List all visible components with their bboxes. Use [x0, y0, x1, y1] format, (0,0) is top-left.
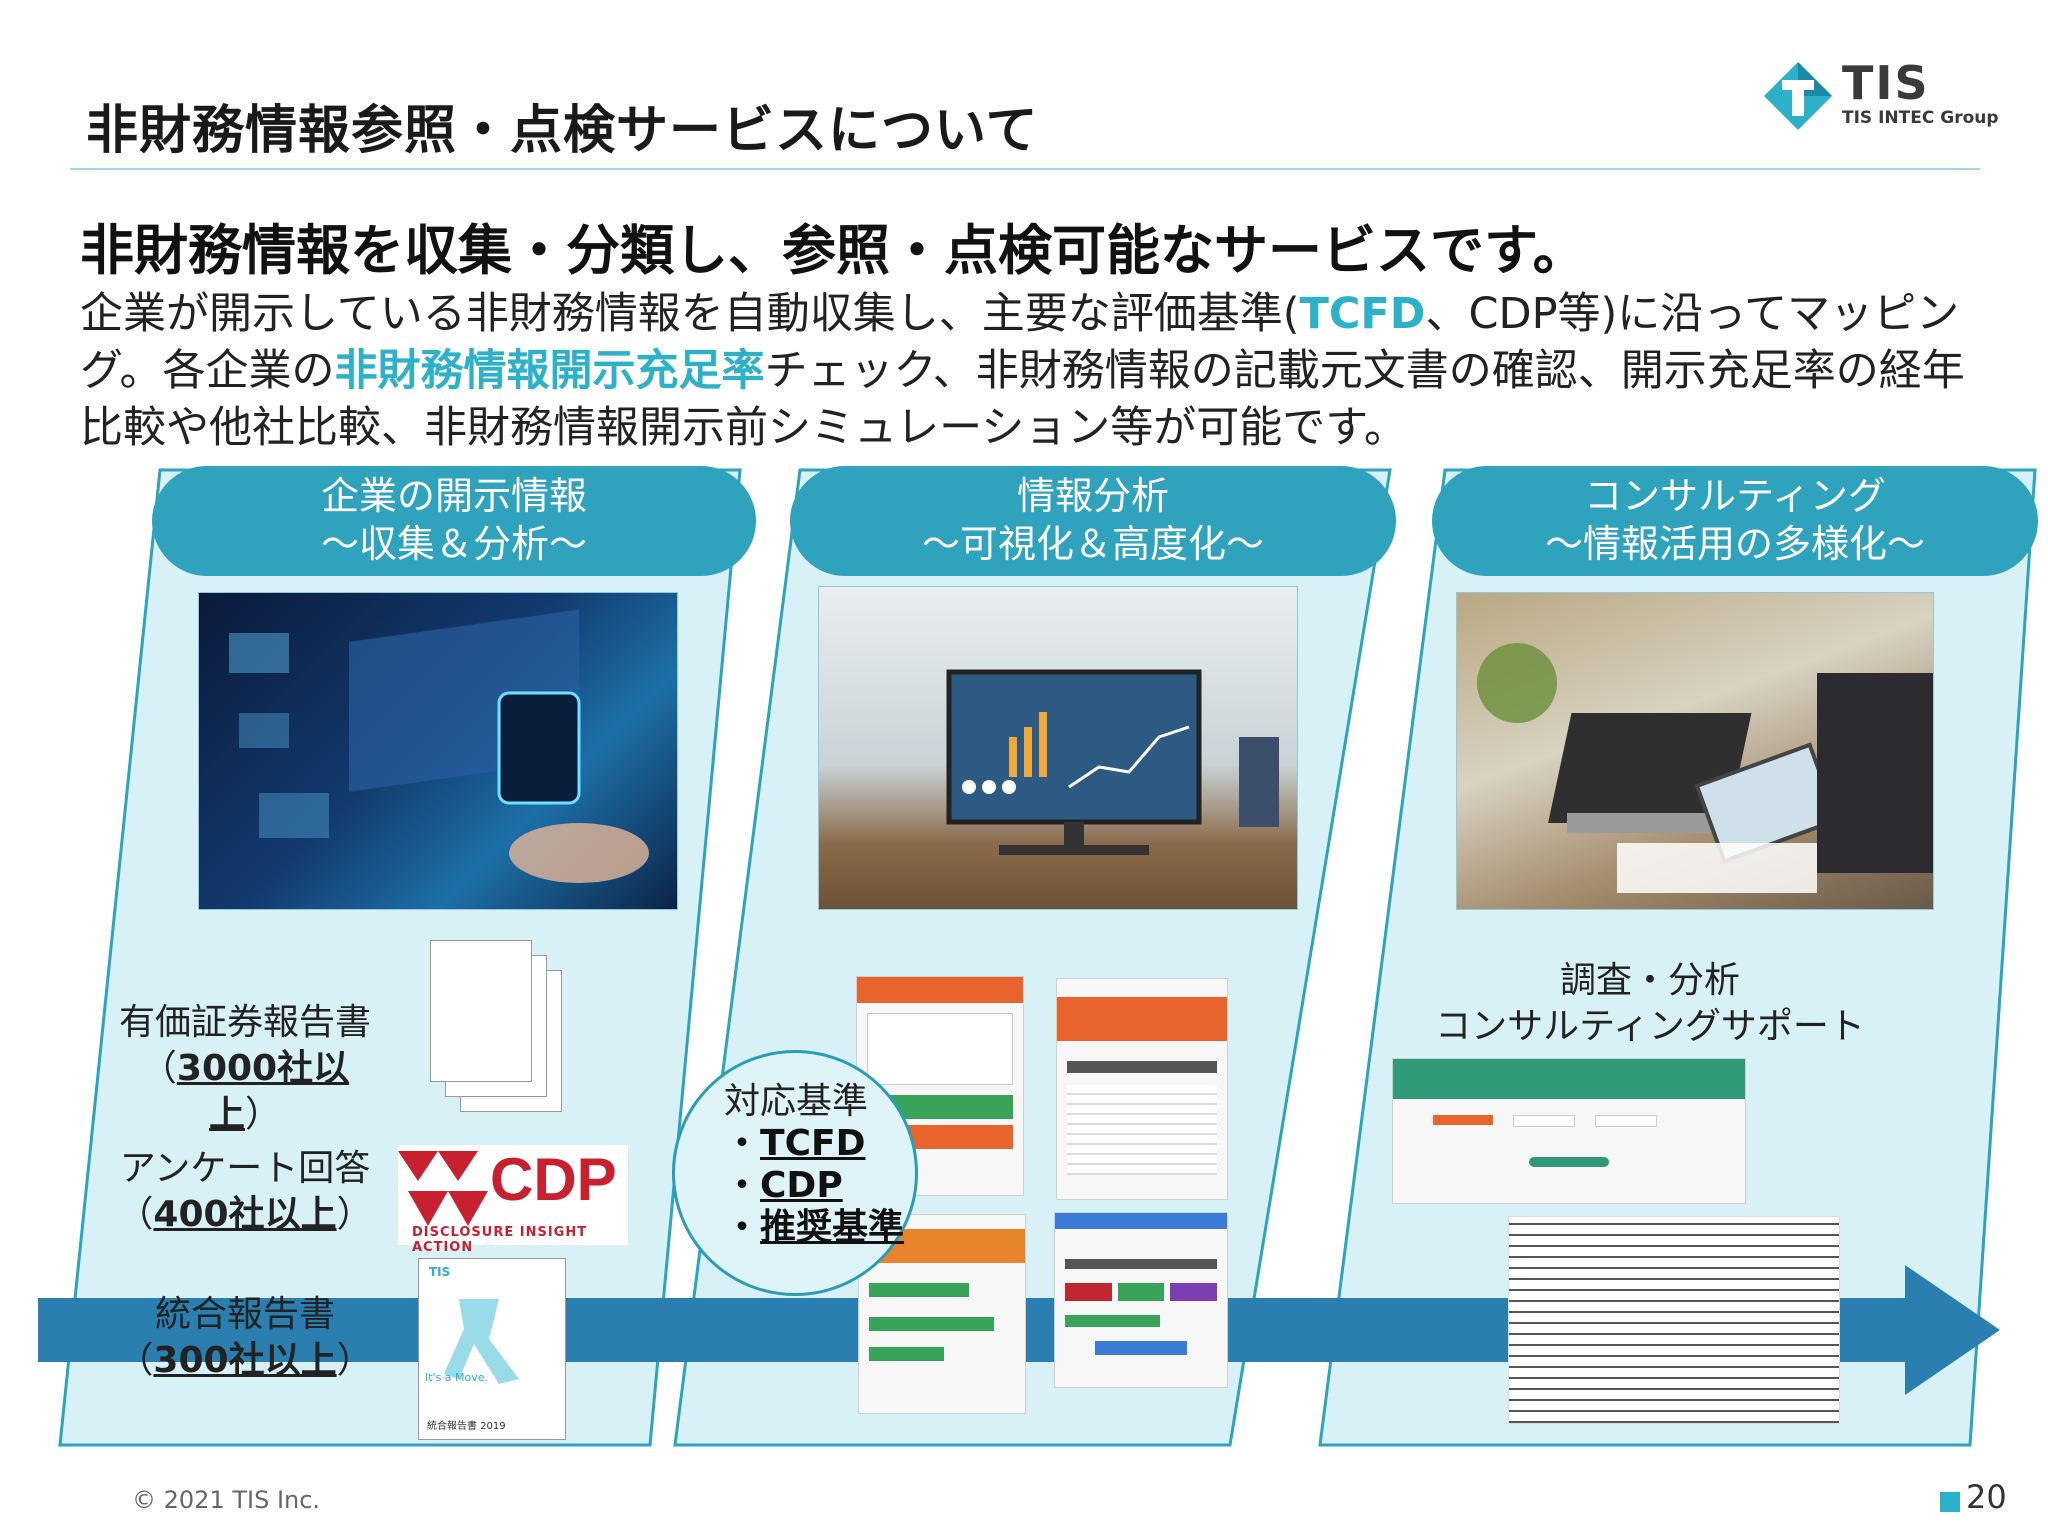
page-title: 非財務情報参照・点検サービスについて — [86, 101, 1039, 161]
cover-figure-graphic — [444, 1299, 519, 1384]
pill-collect — [152, 466, 756, 576]
laptop-illustration — [229, 609, 649, 883]
source-count-line: （400社以上） — [117, 1194, 373, 1235]
tis-logo-icon — [1764, 62, 1832, 130]
column-title-line1: 情報分析 — [1016, 474, 1169, 518]
source-name: 統合報告書 — [154, 1294, 335, 1335]
standard-item-cdp: ・CDP — [724, 1165, 843, 1206]
description: 企業が開示している非財務情報を自動収集し、主要な評価基準(TCFD、CDP等)に… — [80, 286, 1980, 457]
description-part3: チェック、非財務情報の記載元文書の確認、開示充足率の経年比較や他社比較、非財務情… — [80, 346, 1965, 453]
consulting-line1: 調査・分析 — [1559, 960, 1740, 1001]
cdp-logo-sub: DISCLOSURE INSIGHT ACTION — [412, 1225, 588, 1255]
screenshot-dashboard-3 — [1054, 1212, 1228, 1388]
column-title-line2: ～収集＆分析～ — [320, 522, 587, 566]
page-number-marker — [1940, 1492, 1960, 1512]
monitor-illustration — [946, 669, 1279, 855]
disclosure-rate-highlight: 非財務情報開示充足率 — [334, 346, 765, 396]
description-part2: 、CDP等)に沿ってマッピング。各企業の — [80, 289, 1960, 396]
securities-report-thumbnail — [430, 940, 570, 1115]
logo-subtitle: TIS INTEC Group — [1842, 108, 1999, 128]
title-divider — [70, 168, 1980, 170]
supported-standards-circle — [672, 1050, 918, 1296]
page-number: 20 — [1966, 1478, 2007, 1516]
screenshot-report-1 — [1056, 978, 1228, 1200]
source-name: アンケート回答 — [119, 1148, 371, 1189]
screenshot-title-bar — [1065, 1259, 1217, 1269]
meeting-illustration — [1477, 643, 1933, 893]
photo-laptop-data — [198, 592, 678, 910]
screenshot-dashboard-2 — [858, 1214, 1026, 1414]
source-count-line: （3000社以上） — [140, 1048, 350, 1135]
standard-item-tcfd: ・TCFD — [724, 1123, 866, 1164]
pill-consulting — [1432, 466, 2038, 576]
screenshot-progress-bar — [869, 1283, 969, 1297]
source-securities-report: 有価証券報告書 （3000社以上） — [110, 1000, 380, 1138]
column-title-line1: コンサルティング — [1584, 474, 1886, 518]
source-count: 3000社以上 — [176, 1048, 350, 1135]
screenshot-progress-bar — [1065, 1315, 1160, 1327]
screenshot-header-bar — [1057, 997, 1227, 1041]
source-count: 400社以上 — [153, 1194, 337, 1235]
source-name: 有価証券報告書 — [118, 1002, 371, 1043]
column-title-analysis: 情報分析 ～可視化＆高度化～ — [790, 472, 1396, 568]
description-part1: 企業が開示している非財務情報を自動収集し、主要な評価基準( — [80, 289, 1300, 339]
screenshot-button — [1095, 1341, 1187, 1355]
column-title-line2: ～可視化＆高度化～ — [921, 522, 1264, 566]
standards-title: 対応基準 — [724, 1081, 869, 1122]
screenshot-button — [1529, 1157, 1609, 1167]
integrated-report-cover: TIS It's a Move. 統合報告書 2019 — [418, 1258, 566, 1440]
source-count: 300社以上 — [153, 1340, 337, 1381]
pill-analysis — [790, 466, 1396, 576]
screenshot-header-bar — [1055, 1213, 1227, 1229]
cover-brand: TIS — [429, 1265, 451, 1279]
screenshot-tiles — [1065, 1283, 1218, 1301]
logo-text: TIS — [1842, 56, 1930, 110]
screenshot-progress-bar — [869, 1347, 944, 1361]
cover-caption: It's a Move. — [425, 1371, 489, 1384]
column-title-collect: 企業の開示情報 ～収集＆分析～ — [152, 472, 756, 568]
screenshot-text-lines — [1067, 1085, 1217, 1175]
tcfd-highlight: TCFD — [1299, 289, 1426, 339]
screenshot-panel — [867, 1013, 1013, 1085]
screenshot-tabs — [1433, 1115, 1705, 1127]
standard-item-recommended: ・推奨基準 — [724, 1207, 905, 1248]
consulting-caption: 調査・分析 コンサルティングサポート — [1390, 958, 1910, 1050]
report-page-front — [430, 940, 532, 1082]
cdp-logo: CDP DISCLOSURE INSIGHT ACTION — [398, 1145, 628, 1255]
screenshot-title-bar — [1067, 1061, 1217, 1073]
photo-analysis-monitor — [818, 586, 1298, 910]
screenshot-header-bar — [1393, 1059, 1745, 1099]
screenshot-progress-bar — [869, 1317, 994, 1331]
column-title-consulting: コンサルティング ～情報活用の多様化～ — [1432, 472, 2038, 568]
source-survey-answers: アンケート回答 （400社以上） — [110, 1146, 380, 1238]
cdp-logo-text: CDP — [490, 1146, 617, 1213]
column-title-line1: 企業の開示情報 — [320, 474, 587, 518]
screenshot-header-bar — [857, 977, 1023, 1003]
headline: 非財務情報を収集・分類し、参照・点検可能なサービスです。 — [80, 219, 1587, 282]
column-title-line2: ～情報活用の多様化～ — [1544, 522, 1925, 566]
source-integrated-report: 統合報告書 （300社以上） — [110, 1292, 380, 1384]
source-count-line: （300社以上） — [117, 1340, 373, 1381]
cdp-mark-icon — [398, 1151, 488, 1226]
photo-consulting-meeting — [1456, 592, 1934, 910]
cover-footer: 統合報告書 2019 — [427, 1421, 506, 1432]
consulting-line2: コンサルティングサポート — [1435, 1006, 1865, 1047]
screenshot-consulting-tool — [1392, 1058, 1746, 1204]
data-table-thumbnail — [1508, 1216, 1840, 1424]
copyright: © 2021 TIS Inc. — [132, 1486, 321, 1514]
